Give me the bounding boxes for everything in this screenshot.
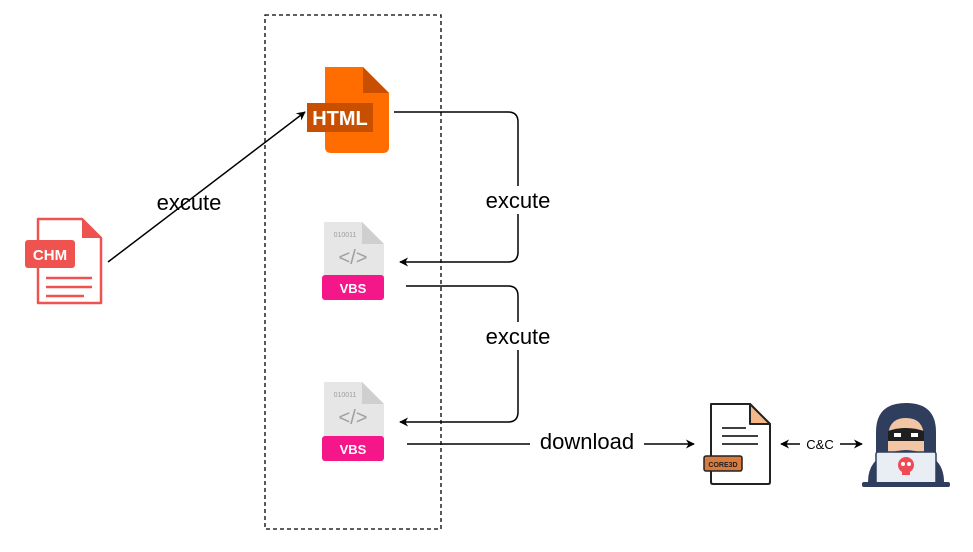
vbs-binary-text: 010011 (334, 392, 357, 399)
hacker-icon (862, 403, 950, 487)
dropper-stage-container (264, 14, 442, 530)
vbs-label: VBS (340, 442, 367, 457)
payload-label: CORE3D (708, 462, 737, 469)
edge-chm-to-html (107, 111, 306, 263)
edge-label-html-vbs: excute (486, 188, 551, 213)
vbs-binary-text: 010011 (334, 232, 357, 239)
edge-vbs-to-vbs (399, 285, 519, 427)
edge-label-vbs-vbs: excute (486, 324, 551, 349)
vbs-file-icon: 010011 </> VBS (322, 222, 384, 300)
edge-label-cnc: C&C (806, 437, 833, 452)
html-file-icon: HTML (307, 67, 389, 153)
html-label: HTML (312, 108, 368, 130)
edge-label-download: download (540, 429, 634, 454)
chm-file-icon: CHM (25, 217, 103, 305)
edge-label-chm-html: excute (157, 190, 222, 215)
payload-document-icon: CORE3D (703, 403, 771, 485)
vbs-file-icon: 010011 </> VBS (322, 382, 384, 461)
vbs-code-glyph: </> (339, 407, 368, 429)
vbs-label: VBS (340, 281, 367, 296)
chm-label: CHM (33, 247, 67, 264)
vbs-code-glyph: </> (339, 247, 368, 269)
